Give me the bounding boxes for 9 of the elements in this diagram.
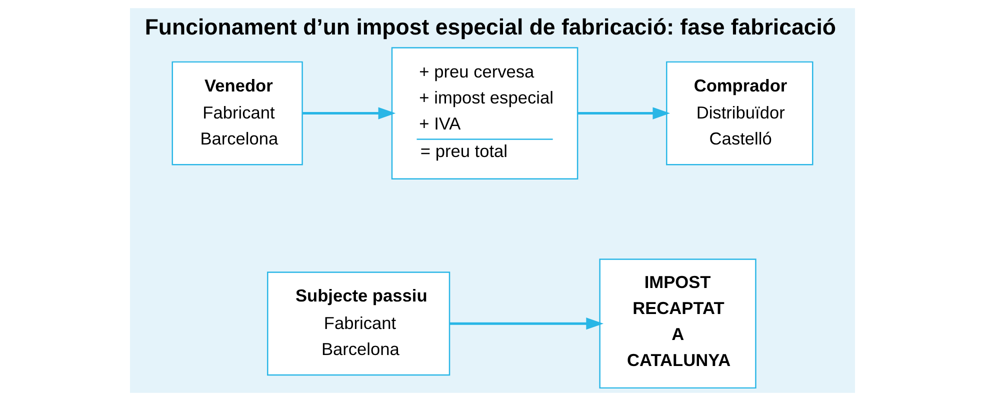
node-box: Venedor Fabricant Barcelona bbox=[171, 61, 302, 166]
node-box: Subjecte passiu Fabricant Barcelona bbox=[266, 272, 450, 376]
node-box: IMPOST RECAPTAT A CATALUNYA bbox=[598, 258, 756, 389]
node-box: + preu cervesa + impost especial + IVA = preu total bbox=[390, 47, 578, 180]
node-box: Comprador Distribuïdor Castelló bbox=[666, 61, 813, 166]
arrow bbox=[577, 107, 670, 120]
arrow bbox=[449, 318, 604, 330]
arrow bbox=[302, 107, 396, 120]
diagram-title: Funcionament d’un impost especial de fabricació: fase fabricació bbox=[144, 14, 836, 40]
